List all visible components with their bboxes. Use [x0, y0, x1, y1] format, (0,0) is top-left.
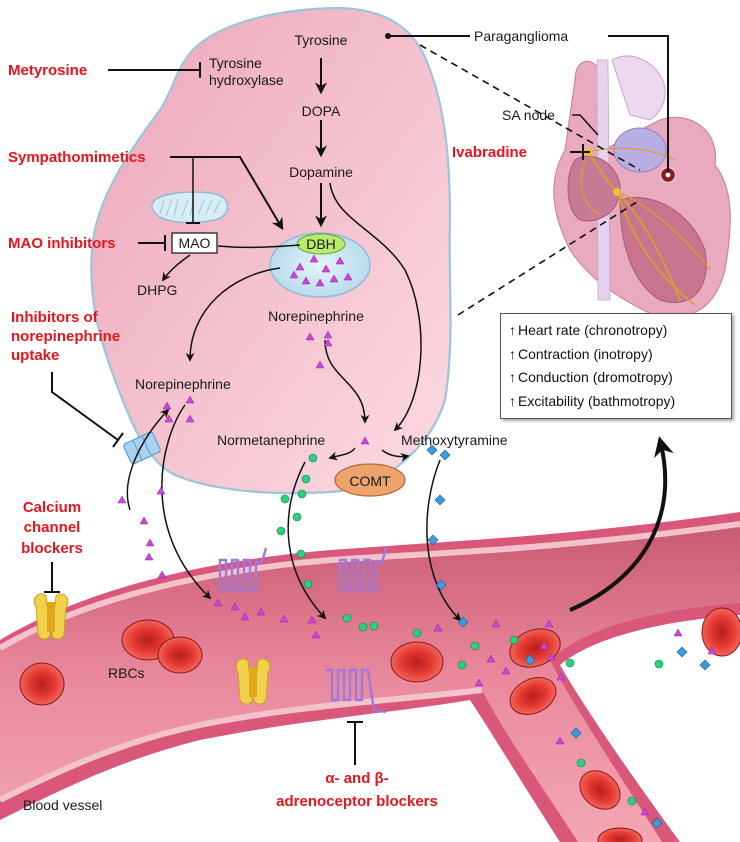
adrenoceptor-blockers-label-1: α- and β- [325, 770, 388, 787]
normetanephrine-label: Normetanephrine [217, 432, 325, 448]
dopamine-label: Dopamine [289, 164, 353, 180]
ivabradine-label: Ivabradine [452, 144, 527, 161]
blood-vessel-label: Blood vessel [23, 797, 102, 813]
calcium-channel-blockers-label-3: blockers [21, 540, 83, 557]
dopa-label: DOPA [302, 103, 341, 119]
dhpg-label: DHPG [137, 282, 177, 298]
mitochondrion [151, 191, 229, 224]
sympathomimetics-label: Sympathomimetics [8, 149, 146, 166]
methoxytyramine-label: Methoxytyramine [401, 432, 508, 448]
norepinephrine-cytosol-label: Norepinephrine [135, 376, 231, 392]
up-arrow-icon: ↑ [509, 322, 516, 338]
cardiac-effect-item: ↑Conduction (dromotropy) [509, 366, 731, 390]
adrenoceptor-blockers-label-2: adrenoceptor blockers [276, 793, 438, 810]
dbh-label: DBH [306, 236, 336, 252]
cardiac-effect-item: ↑Heart rate (chronotropy) [509, 319, 731, 343]
rbcs-label: RBCs [108, 665, 145, 681]
effect-text: Conduction (dromotropy) [518, 369, 673, 385]
up-arrow-icon: ↑ [509, 345, 516, 362]
normetanephrine-markers [276, 453, 664, 806]
effect-text: Excitability (bathmotropy) [518, 392, 676, 409]
calcium-channel-blockers-label-2: channel [24, 519, 81, 536]
uptake-inhibitors-label-3: uptake [11, 347, 59, 364]
uptake-inhibitors-label-1: Inhibitors of [11, 309, 99, 326]
tyrosine-hydroxylase-label-1: Tyrosine [209, 55, 262, 71]
inhibition-lines [44, 33, 669, 765]
effect-text: Contraction (inotropy) [518, 345, 653, 362]
tyrosine-label: Tyrosine [295, 32, 348, 48]
adrenoceptor [218, 547, 388, 714]
vesicle [269, 232, 371, 298]
mao-box [171, 232, 218, 254]
up-arrow-icon: ↑ [509, 392, 516, 409]
sa-node-label: SA node [502, 107, 555, 123]
calcium-channel-blockers-label-1: Calcium [23, 499, 81, 516]
effect-text: Heart rate (chronotropy) [518, 322, 668, 338]
mao-inhibitors-label: MAO inhibitors [8, 235, 116, 252]
cardiac-effect-item: ↑Excitability (bathmotropy) [509, 390, 731, 414]
uptake-inhibitors-label-2: norepinephrine [11, 328, 120, 345]
norepinephrine-markers [117, 254, 717, 816]
comt-label: COMT [349, 473, 391, 489]
mao-label: MAO [179, 235, 211, 251]
norepinephrine-transporter [123, 431, 161, 465]
metyrosine-label: Metyrosine [8, 62, 87, 79]
cardiac-effect-item: ↑Contraction (inotropy) [509, 343, 731, 367]
paraganglioma-label: Paraganglioma [474, 28, 568, 44]
up-arrow-icon: ↑ [509, 369, 516, 385]
calcium-channel [33, 593, 271, 705]
norepinephrine-vesicle-label: Norepinephrine [268, 308, 364, 324]
methoxytyramine-markers [426, 444, 711, 829]
dbh-enzyme [296, 233, 346, 255]
cardiac-effects-box: ↑Heart rate (chronotropy) ↑Contraction (… [500, 313, 732, 419]
comt-enzyme [334, 463, 406, 497]
tyrosine-hydroxylase-label-2: hydroxylase [209, 72, 284, 88]
red-blood-cells [19, 607, 740, 842]
heart-illustration [553, 55, 731, 319]
